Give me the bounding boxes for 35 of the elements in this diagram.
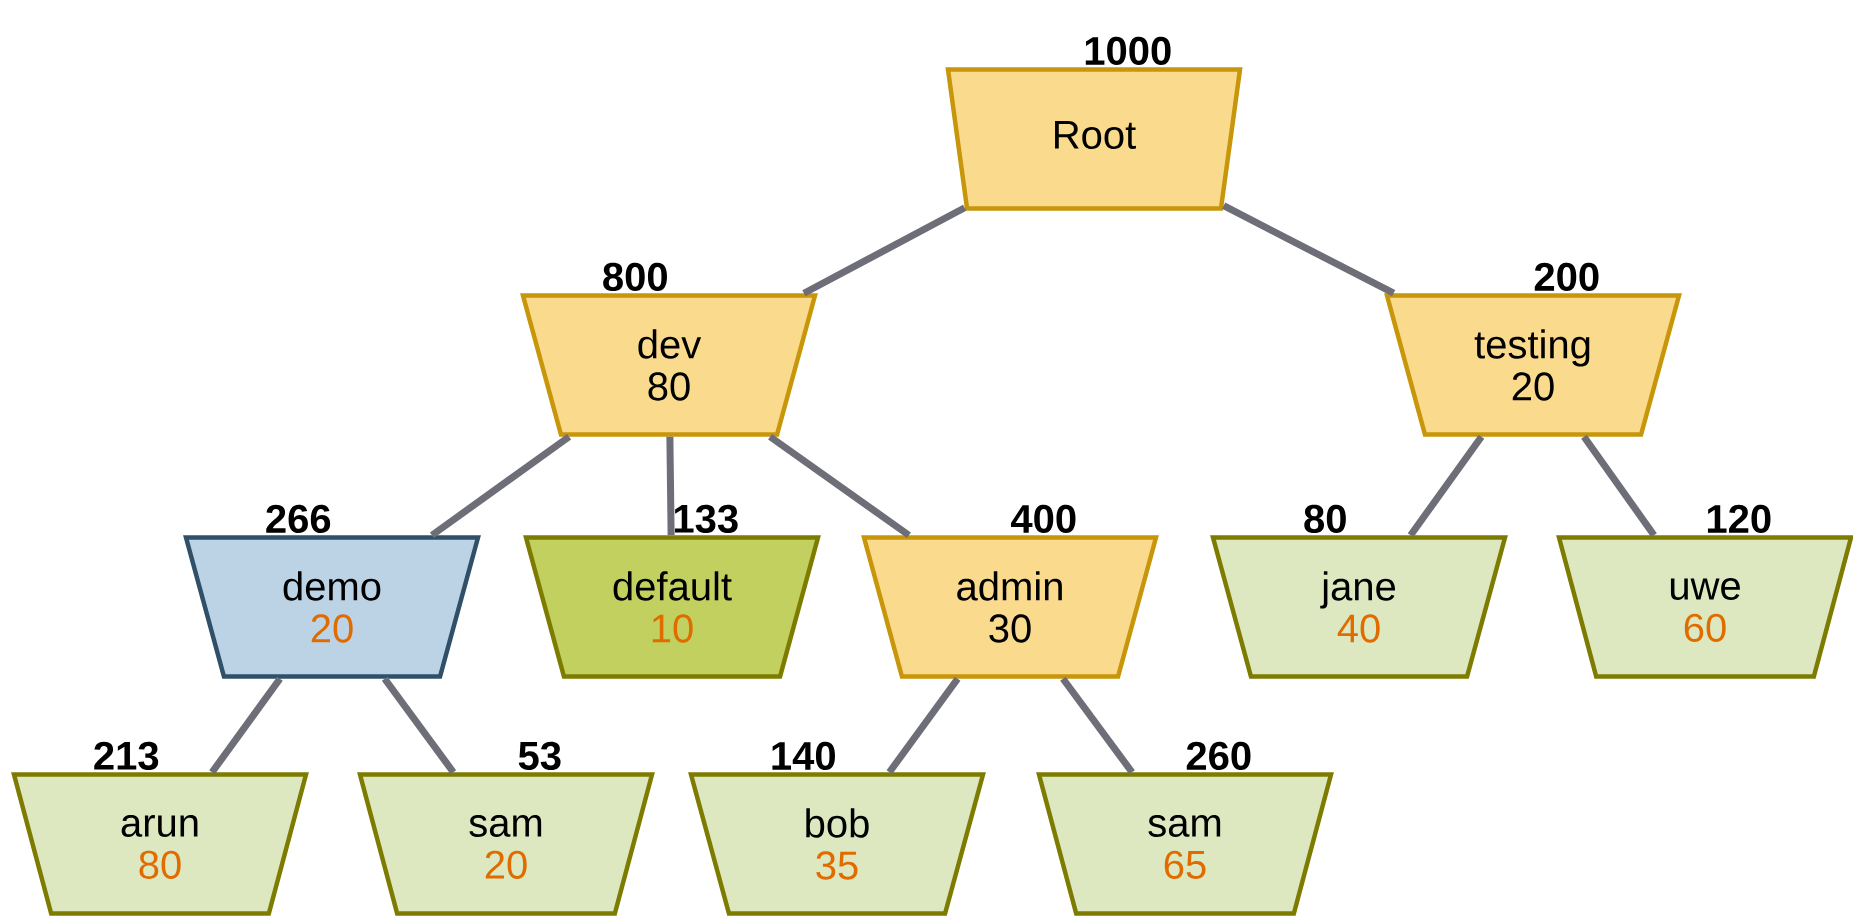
trapezoid-node: arun 80 (11, 772, 309, 916)
weight-label: 260 (1186, 741, 1251, 771)
connector-line (429, 433, 572, 539)
connector-line (381, 676, 457, 775)
weight-label: 800 (603, 262, 667, 292)
trapezoid-node: jane 40 (1210, 535, 1508, 679)
connector-line (886, 676, 961, 775)
trapezoid-node: default 10 (523, 535, 821, 679)
connector-line (1407, 434, 1485, 538)
weight-label: 200 (1534, 262, 1599, 292)
trapezoid-node: demo 20 (183, 535, 481, 679)
weight-label: 80 (1304, 504, 1346, 534)
connector-line (1581, 434, 1657, 538)
connector-line (802, 204, 967, 297)
trapezoid-node: admin 30 (861, 535, 1159, 679)
trapezoid-node: uwe 60 (1556, 535, 1853, 679)
connector-line (768, 433, 911, 539)
connector-line (1060, 676, 1135, 775)
weight-label: 213 (94, 741, 159, 771)
trapezoid-node: Root (945, 67, 1243, 211)
weight-label: 53 (518, 741, 561, 771)
weight-label: 140 (772, 741, 835, 771)
connector-line (1222, 202, 1396, 297)
connector-line (666, 436, 675, 536)
weight-label: 266 (266, 504, 331, 534)
connector-line (209, 676, 283, 775)
trapezoid-node: sam 65 (1036, 772, 1334, 916)
trapezoid-node: dev 80 (520, 293, 818, 437)
trapezoid-node: bob 35 (688, 772, 986, 916)
trapezoid-node: sam 20 (357, 772, 655, 916)
weight-label: 133 (674, 504, 738, 534)
trapezoid-node: testing 20 (1384, 293, 1682, 437)
weight-label: 400 (1011, 504, 1076, 534)
weight-label: 120 (1707, 504, 1771, 534)
weight-label: 1000 (1085, 36, 1171, 66)
